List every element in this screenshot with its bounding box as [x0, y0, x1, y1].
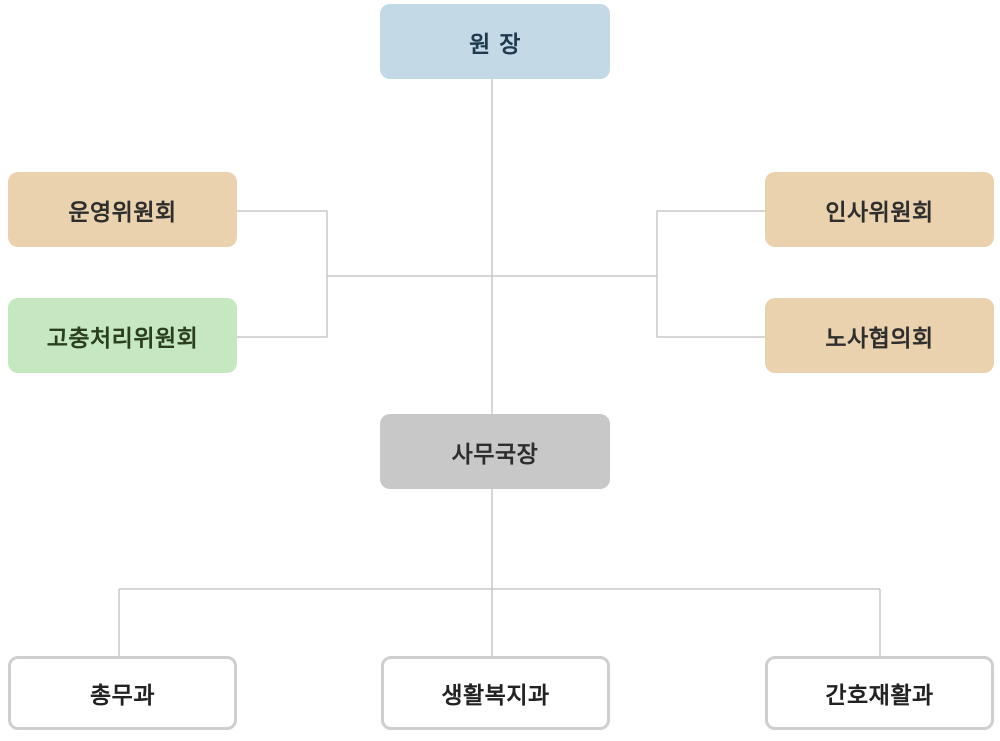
- life-welfare-box: 생활복지과: [381, 656, 610, 730]
- right-committee-bracket: [656, 210, 765, 338]
- general-affairs-label: 총무과: [90, 683, 155, 709]
- personnel-committee-label: 인사위원회: [825, 199, 934, 226]
- left-committee-bracket: [237, 210, 328, 338]
- labor-management-council-label: 노사협의회: [825, 325, 934, 352]
- general-affairs-box: 총무과: [8, 656, 237, 730]
- grievance-committee-label: 고충처리위원회: [46, 325, 199, 352]
- nursing-rehab-label: 간호재활과: [825, 683, 934, 709]
- director-box: 원 장: [380, 4, 610, 79]
- operations-committee-box: 운영위원회: [8, 172, 237, 247]
- director-label: 원 장: [469, 31, 521, 58]
- nursing-rehab-box: 간호재활과: [765, 656, 994, 730]
- personnel-committee-box: 인사위원회: [765, 172, 994, 247]
- operations-committee-label: 운영위원회: [68, 199, 177, 226]
- grievance-committee-box: 고충처리위원회: [8, 298, 237, 373]
- secretary-general-label: 사무국장: [451, 441, 539, 468]
- life-welfare-label: 생활복지과: [441, 683, 550, 709]
- secretary-general-box: 사무국장: [380, 414, 610, 489]
- labor-management-council-box: 노사협의회: [765, 298, 994, 373]
